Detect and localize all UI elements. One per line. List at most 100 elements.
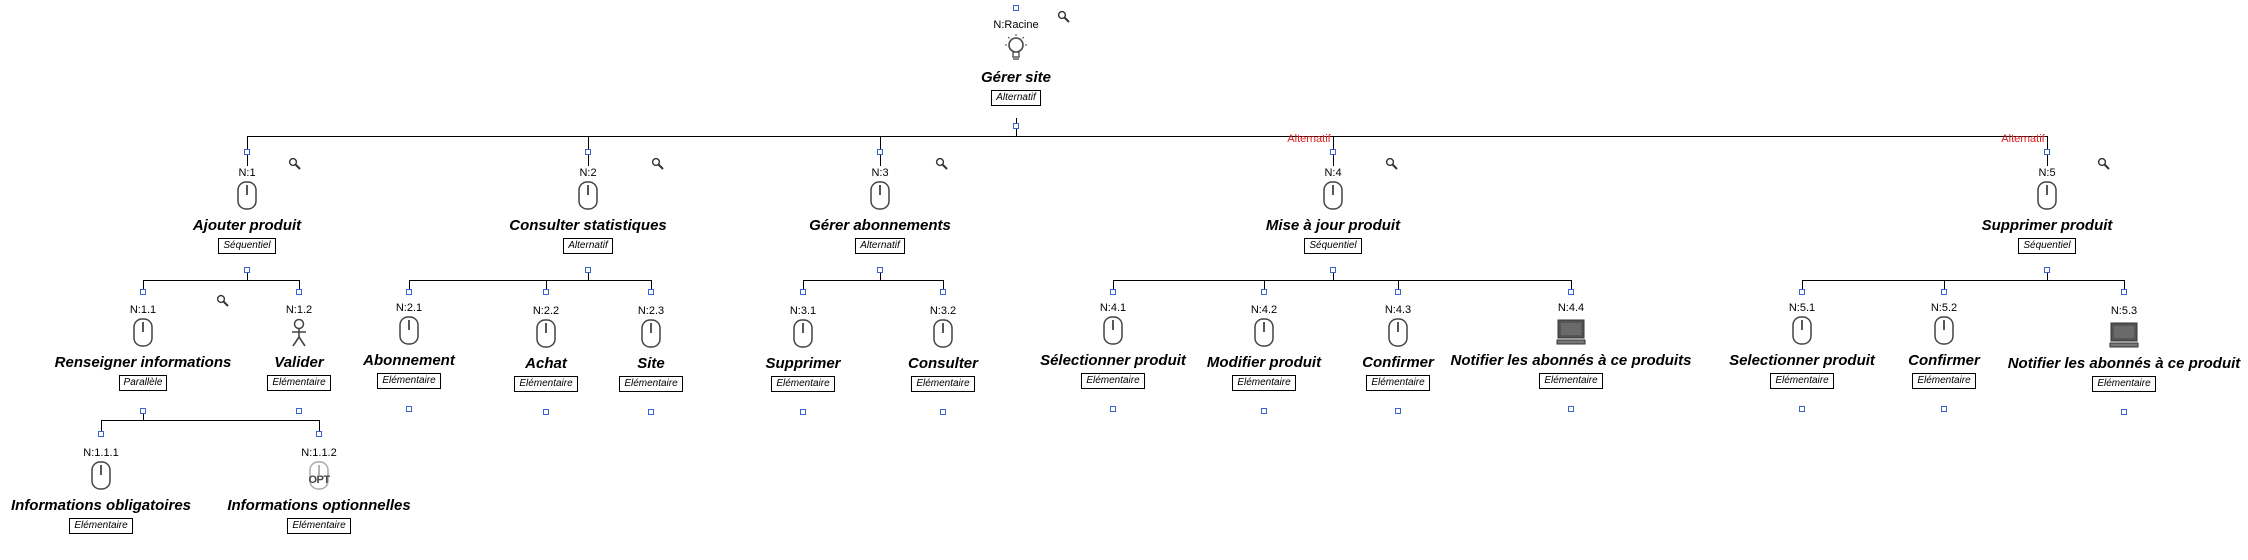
task-node-4-3[interactable]: N:4.3 Confirmer Elémentaire: [1188, 304, 1608, 391]
anchor-handle[interactable]: [1395, 408, 1401, 414]
anchor-handle[interactable]: [1261, 289, 1267, 295]
node-type-label: Alternatif: [991, 90, 1041, 106]
magnifier-icon[interactable]: [2097, 157, 2111, 171]
anchor-handle[interactable]: [406, 406, 412, 412]
magnifier-icon[interactable]: [1057, 10, 1071, 24]
anchor-handle[interactable]: [800, 289, 806, 295]
anchor-handle[interactable]: [140, 408, 146, 414]
connector: [1571, 280, 1572, 293]
anchor-handle[interactable]: [1568, 406, 1574, 412]
anchor-handle[interactable]: [1330, 267, 1336, 273]
anchor-handle[interactable]: [140, 289, 146, 295]
task-node-4[interactable]: N:4 Mise à jour produit Séquentiel: [1123, 167, 1543, 254]
node-type-label: Elémentaire: [267, 375, 331, 391]
node-type-label: Elémentaire: [1770, 373, 1834, 389]
anchor-handle[interactable]: [940, 289, 946, 295]
task-node-1-2[interactable]: N:1.2 Valider Elémentaire: [89, 304, 509, 391]
anchor-handle[interactable]: [316, 431, 322, 437]
anchor-handle[interactable]: [1330, 149, 1336, 155]
node-id: N:1: [238, 167, 256, 179]
anchor-handle[interactable]: [648, 289, 654, 295]
anchor-handle[interactable]: [1395, 289, 1401, 295]
anchor-handle[interactable]: [1799, 406, 1805, 412]
anchor-handle[interactable]: [1110, 406, 1116, 412]
anchor-handle[interactable]: [648, 409, 654, 415]
lightbulb-icon: [806, 33, 1226, 63]
connector: [943, 280, 944, 293]
task-node-3-1[interactable]: N:3.1 Supprimer Elémentaire: [593, 305, 1013, 392]
task-node-4-2[interactable]: N:4.2 Modifier produit Elémentaire: [1054, 304, 1474, 391]
mouse-icon: [0, 318, 353, 348]
node-title: Gérer abonnements: [809, 217, 951, 234]
task-node-1-1-1[interactable]: N:1.1.1 Informations obligatoires Elémen…: [0, 447, 311, 534]
anchor-handle[interactable]: [877, 267, 883, 273]
anchor-handle[interactable]: [296, 289, 302, 295]
task-node-4-1[interactable]: N:4.1 Sélectionner produit Elémentaire: [903, 302, 1323, 389]
magnifier-icon[interactable]: [651, 157, 665, 171]
anchor-handle[interactable]: [244, 267, 250, 273]
task-node-3-2[interactable]: N:3.2 Consulter Elémentaire: [733, 305, 1153, 392]
anchor-handle[interactable]: [2121, 289, 2127, 295]
anchor-handle[interactable]: [1799, 289, 1805, 295]
node-type-label: Elémentaire: [2092, 376, 2156, 392]
anchor-handle[interactable]: [406, 289, 412, 295]
magnifier-icon[interactable]: [216, 294, 230, 308]
task-node-1-1[interactable]: N:1.1 Renseigner informations Parallèle: [0, 304, 353, 391]
node-id: N:5.3: [2110, 305, 2138, 317]
node-type-label: Elémentaire: [771, 376, 835, 392]
node-title: Ajouter produit: [192, 217, 302, 234]
anchor-handle[interactable]: [1013, 5, 1019, 11]
anchor-handle[interactable]: [543, 409, 549, 415]
node-title: Modifier produit: [1206, 354, 1322, 371]
node-title: Abonnement: [363, 352, 455, 369]
task-node-2-2[interactable]: N:2.2 Achat Elémentaire: [336, 305, 756, 392]
task-node-1-1-2[interactable]: N:1.1.2 OPT Informations optionnelles El…: [109, 447, 529, 534]
node-id: N:3.1: [789, 305, 817, 317]
anchor-handle[interactable]: [585, 267, 591, 273]
mouse-icon: [670, 181, 1090, 211]
anchor-handle[interactable]: [543, 289, 549, 295]
anchor-handle[interactable]: [296, 408, 302, 414]
task-node-3[interactable]: N:3 Gérer abonnements Alternatif: [670, 167, 1090, 254]
anchor-handle[interactable]: [1941, 406, 1947, 412]
mouse-icon: [903, 316, 1323, 346]
task-node-5[interactable]: N:5 Supprimer produit Séquentiel: [1837, 167, 2248, 254]
task-node-2-3[interactable]: N:2.3 Site Elémentaire: [441, 305, 861, 392]
anchor-handle[interactable]: [585, 149, 591, 155]
mouse-icon: [1054, 318, 1474, 348]
connector: [1802, 280, 1803, 293]
connector: [2124, 280, 2125, 293]
mouse-icon: [199, 316, 619, 346]
node-id: N:2.3: [637, 305, 665, 317]
anchor-handle[interactable]: [940, 409, 946, 415]
anchor-handle[interactable]: [244, 149, 250, 155]
anchor-handle[interactable]: [2121, 409, 2127, 415]
anchor-handle[interactable]: [2044, 149, 2050, 155]
task-node-2-1[interactable]: N:2.1 Abonnement Elémentaire: [199, 302, 619, 389]
magnifier-icon[interactable]: [1385, 157, 1399, 171]
anchor-handle[interactable]: [98, 431, 104, 437]
task-node-5-3[interactable]: N:5.3 Notifier les abonnés à ce produit …: [1914, 305, 2248, 392]
anchor-handle[interactable]: [1261, 408, 1267, 414]
anchor-handle[interactable]: [877, 149, 883, 155]
anchor-handle[interactable]: [1013, 123, 1019, 129]
node-type-label: Elémentaire: [377, 373, 441, 389]
anchor-handle[interactable]: [800, 409, 806, 415]
node-type-label: Séquentiel: [2018, 238, 2076, 254]
anchor-handle[interactable]: [1110, 289, 1116, 295]
anchor-handle[interactable]: [2044, 267, 2050, 273]
task-node-1[interactable]: N:1 Ajouter produit Séquentiel: [37, 167, 457, 254]
node-type-label: Elémentaire: [1081, 373, 1145, 389]
task-node-root[interactable]: N:Racine Gérer site Alternatif: [806, 19, 1226, 106]
connector: [1113, 280, 1572, 281]
anchor-handle[interactable]: [1568, 289, 1574, 295]
magnifier-icon[interactable]: [935, 157, 949, 171]
anchor-handle[interactable]: [1941, 289, 1947, 295]
task-node-5-1[interactable]: N:5.1 Selectionner produit Elémentaire: [1592, 302, 2012, 389]
magnifier-icon[interactable]: [288, 157, 302, 171]
task-node-2[interactable]: N:2 Consulter statistiques Alternatif: [378, 167, 798, 254]
connector: [101, 420, 320, 421]
mouse-icon: [1123, 181, 1543, 211]
task-node-4-4[interactable]: N:4.4 Notifier les abonnés à ce produits…: [1361, 302, 1781, 389]
task-node-5-2[interactable]: N:5.2 Confirmer Elémentaire: [1734, 302, 2154, 389]
